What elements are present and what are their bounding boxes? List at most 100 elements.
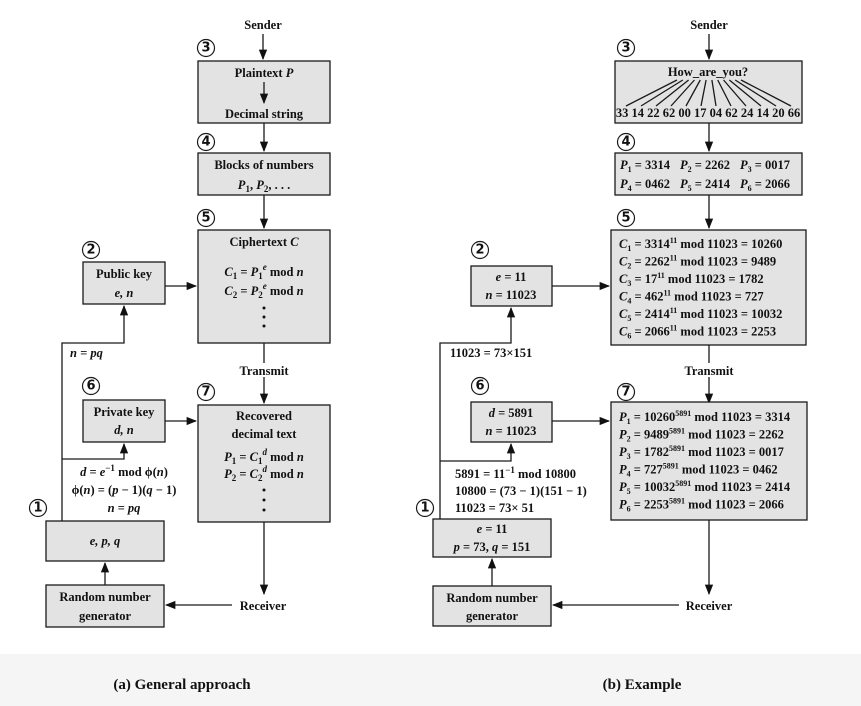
- arrow: [440, 442, 516, 462]
- recovered-box: [610, 401, 808, 521]
- step-3-number: 3: [201, 41, 210, 56]
- step-7-number: 7: [201, 385, 210, 400]
- n-calc: 11023 = 73× 51: [455, 501, 534, 515]
- encoding-line: [625, 79, 678, 107]
- receiver-label: Receiver: [686, 599, 733, 613]
- sender-label: Sender: [690, 18, 728, 32]
- n-eq-label: n = pq: [70, 346, 103, 360]
- private-key-title: Private key: [94, 405, 155, 419]
- block-value: P5 = 2414: [680, 177, 731, 193]
- private-key-line: d, n: [114, 423, 134, 437]
- step-6-number: 6: [86, 379, 95, 394]
- sender-label: Sender: [244, 18, 282, 32]
- d-eq: d = e−1 mod ϕ(n): [80, 463, 168, 479]
- d-calc: 5891 = 11−1 mod 10800: [455, 465, 576, 481]
- blocks-line: P1, P2, . . .: [238, 178, 290, 194]
- recovered-line: P2 = 94895891 mod 11023 = 2262: [619, 427, 784, 444]
- step-3-marker: [616, 38, 636, 58]
- recover-eq-2: P2 = C2d mod n: [224, 464, 304, 483]
- ellipsis-dot: [262, 306, 266, 310]
- rng-label-2: generator: [466, 609, 519, 623]
- transmit-mask: [677, 363, 741, 377]
- public-key-box: [470, 265, 553, 307]
- n-pq-eq: n = pq: [108, 501, 141, 515]
- step-2-marker: [81, 240, 101, 260]
- blocks-title: Blocks of numbers: [214, 158, 313, 172]
- public-key-line: e, n: [115, 286, 134, 300]
- arrow: [61, 304, 129, 521]
- transmit-mask: [232, 363, 296, 377]
- message-codes: 33 14 22 62 00 17 04 62 24 14 20 66: [616, 106, 800, 120]
- decimal-string-label: Decimal string: [225, 107, 304, 121]
- step-1-marker: [415, 498, 435, 518]
- block-value: P3 = 0017: [740, 158, 790, 174]
- ellipsis-dot: [262, 488, 266, 492]
- step-4-marker: [196, 132, 216, 152]
- step-6-marker: [81, 376, 101, 396]
- recovered-line: P3 = 17825891 mod 11023 = 0017: [619, 444, 784, 461]
- epq-label: e, p, q: [90, 534, 121, 548]
- recovered-box: [197, 404, 331, 523]
- recovered-line: P1 = 102605891 mod 11023 = 3314: [619, 409, 791, 426]
- encoding-fan: [625, 79, 792, 107]
- block-value: P4 = 0462: [620, 177, 670, 193]
- step-1-marker: [28, 498, 48, 518]
- public-key-box: [82, 261, 166, 305]
- private-d: d = 5891: [489, 406, 534, 420]
- plaintext-label: Plaintext P: [235, 66, 294, 80]
- arrow: [439, 306, 516, 519]
- caption-general: (a) General approach: [113, 677, 251, 693]
- step-2-number: 2: [86, 243, 95, 258]
- ellipsis-dot: [262, 315, 266, 319]
- step-3-number: 3: [621, 41, 630, 56]
- receiver-label: Receiver: [240, 599, 287, 613]
- epq-box: [45, 520, 165, 562]
- step-4-marker: [616, 132, 636, 152]
- pq-value: p = 73, q = 151: [453, 540, 531, 554]
- step-3-marker: [196, 38, 216, 58]
- step-1-number: 1: [33, 501, 42, 516]
- blocks-box: [197, 152, 331, 196]
- encoding-line: [700, 79, 707, 107]
- encoding-line: [723, 79, 747, 107]
- step-4-number: 4: [201, 135, 210, 150]
- e-value: e = 11: [477, 522, 508, 536]
- message-text: How_are_you?: [668, 65, 748, 79]
- step-7-marker: [196, 382, 216, 402]
- step-7-marker: [616, 382, 636, 402]
- arrow: [62, 442, 129, 460]
- encoding-line: [734, 79, 777, 107]
- recovered-title-1: Recovered: [236, 409, 292, 423]
- transmit-label: Transmit: [239, 364, 289, 378]
- ellipsis-dot: [262, 508, 266, 512]
- step-1-number: 1: [420, 501, 429, 516]
- public-e: e = 11: [496, 270, 527, 284]
- cipher-line: C4 = 46211 mod 11023 = 727: [619, 289, 764, 306]
- public-n: n = 11023: [486, 288, 537, 302]
- step-6-marker: [470, 376, 490, 396]
- cipher-line: C6 = 206611 mod 11023 = 2253: [619, 324, 776, 341]
- step-2-number: 2: [475, 243, 484, 258]
- cipher-eq-2: C2 = P2e mod n: [224, 281, 303, 300]
- step-5-number: 5: [201, 211, 210, 226]
- ciphertext-box: [197, 229, 331, 344]
- step-7-number: 7: [621, 385, 630, 400]
- recovered-line: P6 = 22535891 mod 11023 = 2066: [619, 497, 784, 514]
- encoding-line: [740, 79, 792, 107]
- step-6-number: 6: [475, 379, 484, 394]
- block-value: P1 = 3314: [620, 158, 671, 174]
- public-key-title: Public key: [96, 267, 153, 281]
- encoding-line: [685, 79, 701, 107]
- private-key-box: [82, 399, 166, 443]
- step-5-number: 5: [621, 211, 630, 226]
- general-approach: Sender Plaintext P Decimal string Blocks…: [28, 18, 331, 693]
- cipher-line: C5 = 241411 mod 11023 = 10032: [619, 306, 782, 323]
- recovered-line: P5 = 100325891 mod 11023 = 2414: [619, 479, 791, 496]
- step-5-marker: [616, 208, 636, 228]
- encoding-line: [728, 79, 762, 107]
- rng-label-1: Random number: [446, 591, 538, 605]
- encoding-line: [655, 79, 690, 107]
